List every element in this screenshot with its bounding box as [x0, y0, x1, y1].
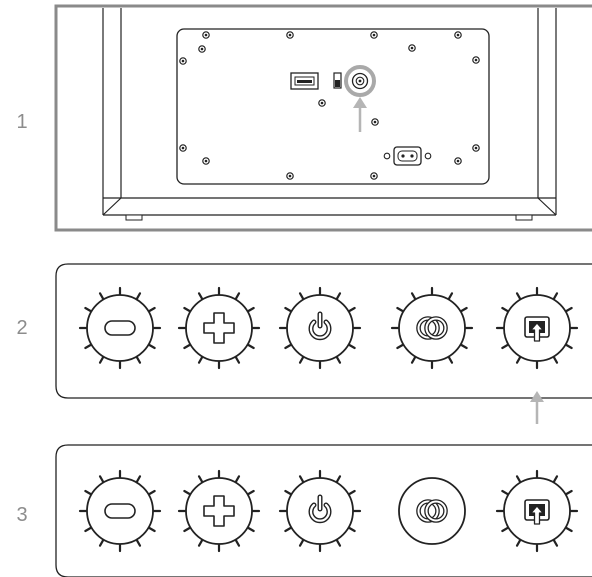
panel-frame	[54, 4, 592, 232]
plus-icon	[203, 312, 235, 344]
minus-icon	[104, 503, 136, 519]
link-button-ring	[398, 477, 466, 545]
rear-panel-illustration	[54, 4, 592, 232]
plus-button-step3	[177, 469, 261, 553]
button-panel-step3	[55, 444, 592, 577]
button-panel-step2	[55, 263, 592, 399]
power-button-step2	[278, 286, 362, 370]
power-icon	[308, 494, 332, 524]
source-button-step2	[495, 286, 579, 370]
minus-button-step2	[78, 286, 162, 370]
link-button-step3	[398, 477, 466, 545]
pointer-arrow-step2	[530, 391, 544, 424]
link-rings-icon	[416, 499, 448, 523]
plus-button-step2	[177, 286, 261, 370]
source-arrow-icon	[524, 499, 550, 525]
minus-icon	[104, 320, 136, 336]
source-arrow-icon	[524, 316, 550, 342]
step-number-2: 2	[16, 317, 28, 339]
button-row-step3	[78, 469, 579, 553]
step-number-3: 3	[16, 504, 28, 526]
link-button-ring	[398, 294, 466, 362]
connector-plate	[176, 28, 490, 185]
mode-switch	[333, 72, 342, 89]
connect-port	[344, 65, 376, 97]
power-socket	[383, 146, 432, 166]
link-rings-icon	[416, 316, 448, 340]
minus-button-step3	[78, 469, 162, 553]
button-row-step2	[78, 286, 579, 370]
link-button-step2	[390, 286, 474, 370]
step-number-1: 1	[16, 111, 28, 133]
power-button-step3	[278, 469, 362, 553]
power-icon	[308, 311, 332, 341]
plus-icon	[203, 495, 235, 527]
usb-port	[290, 72, 319, 90]
source-button-step3	[495, 469, 579, 553]
pointer-arrow-step1	[353, 97, 367, 132]
